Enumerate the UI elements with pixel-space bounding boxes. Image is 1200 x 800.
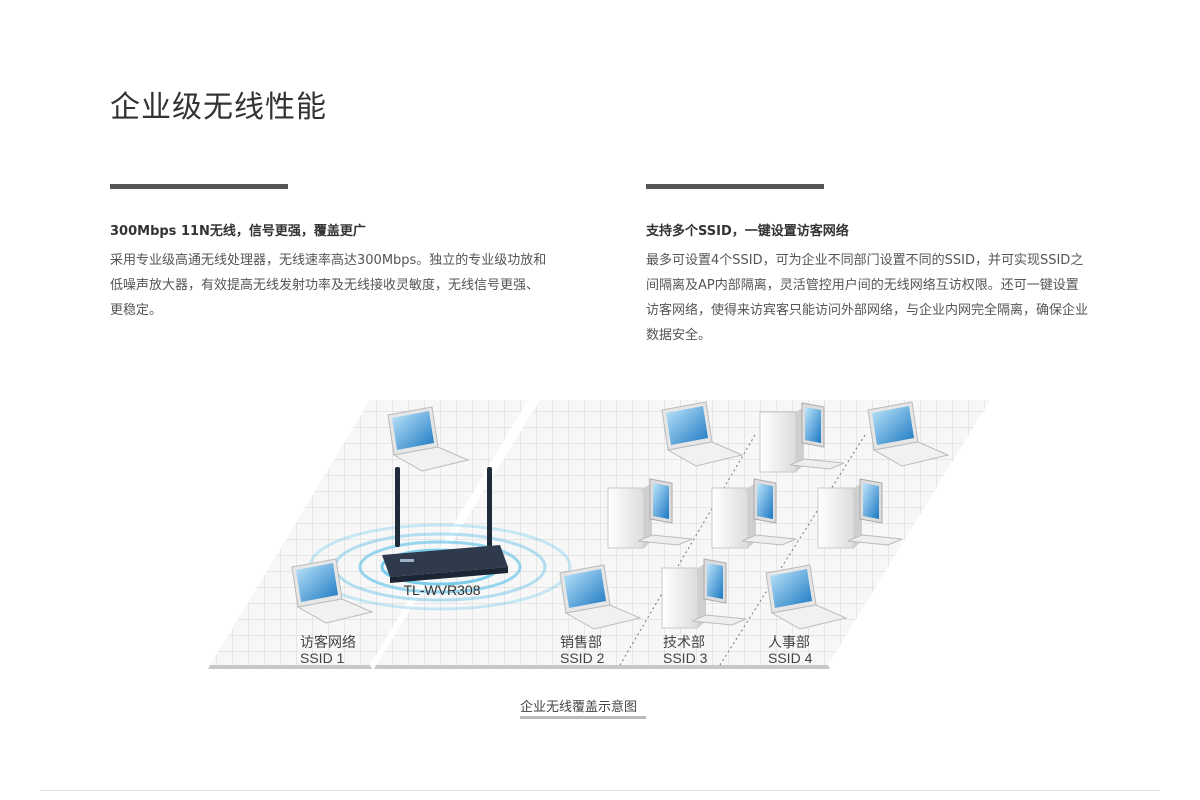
- wireless-coverage-diagram: TL-WVR308: [200, 395, 1000, 684]
- laptop-icon: [291, 558, 374, 624]
- feature-multi-ssid: 支持多个SSID，一键设置访客网络 最多可设置4个SSID，可为企业不同部门设置…: [646, 184, 1091, 348]
- laptop-icon: [765, 564, 848, 630]
- zone-ssid: SSID 4: [768, 650, 813, 666]
- zone-label-sales: 销售部 SSID 2: [560, 634, 605, 666]
- zone-name: 人事部: [768, 634, 810, 650]
- feature-body: 采用专业级高通无线处理器，无线速率高达300Mbps。独立的专业级功放和低噪声放…: [110, 253, 547, 318]
- zone-ssid: SSID 3: [663, 650, 708, 666]
- zone-label-hr: 人事部 SSID 4: [768, 634, 813, 666]
- feature-heading: 支持多个SSID，一键设置访客网络: [646, 224, 849, 239]
- laptop-icon: [867, 401, 950, 467]
- zone-ssid: SSID 2: [560, 650, 605, 666]
- desktop-pc-icon: [759, 402, 845, 473]
- zone-label-guest: 访客网络 SSID 1: [300, 634, 356, 666]
- zone-name: 技术部: [663, 634, 705, 650]
- feature-body: 最多可设置4个SSID，可为企业不同部门设置不同的SSID，并可实现SSID之间…: [646, 253, 1089, 343]
- section-accent-bar: [110, 184, 288, 189]
- desktop-pc-icon: [817, 478, 903, 549]
- zone-ssid: SSID 1: [300, 650, 345, 666]
- feature-heading: 300Mbps 11N无线，信号更强，覆盖更广: [110, 224, 366, 239]
- caption-underline: [520, 716, 646, 719]
- page-title: 企业级无线性能: [110, 90, 327, 125]
- floor-guest: [208, 400, 528, 669]
- desktop-pc-icon: [711, 478, 797, 549]
- zone-label-tech: 技术部 SSID 3: [663, 634, 708, 666]
- desktop-pc-icon: [661, 558, 747, 629]
- laptop-icon: [387, 406, 470, 472]
- router-icon: [382, 467, 508, 583]
- router-label: TL-WVR308: [403, 582, 480, 598]
- diagram-caption: 企业无线覆盖示意图: [520, 700, 638, 715]
- laptop-icon: [661, 401, 744, 467]
- feature-wireless-performance: 300Mbps 11N无线，信号更强，覆盖更广 采用专业级高通无线处理器，无线速…: [110, 184, 550, 323]
- zone-name: 销售部: [560, 634, 602, 650]
- section-divider: [40, 790, 1160, 791]
- desktop-pc-icon: [607, 478, 693, 549]
- zone-name: 访客网络: [300, 634, 356, 650]
- section-accent-bar: [646, 184, 824, 189]
- laptop-icon: [559, 564, 642, 630]
